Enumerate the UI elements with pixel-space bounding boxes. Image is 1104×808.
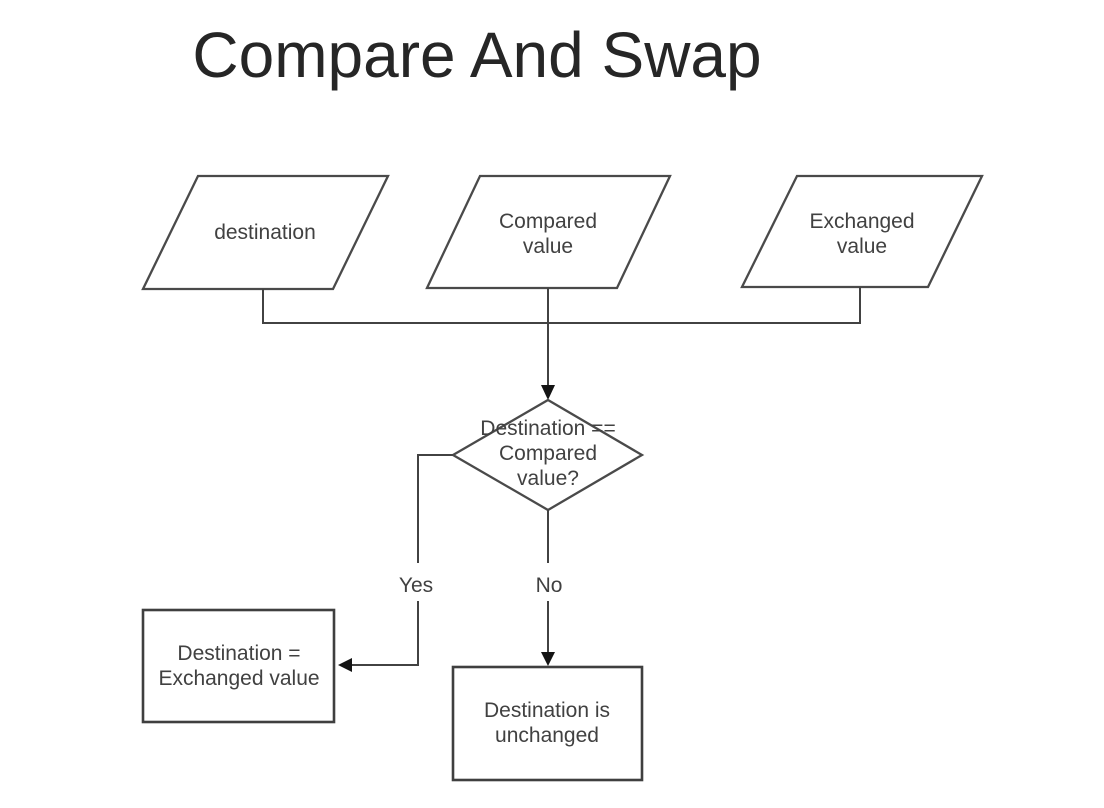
arrowhead-into-swap-box	[338, 658, 352, 672]
yes-branch-lower-segment	[352, 601, 419, 666]
destination-label: destination	[214, 221, 316, 244]
decision-node: Destination == Compared value?	[450, 398, 645, 512]
parallelogram-compared-value	[425, 174, 672, 290]
rectangle-swap-outcome	[141, 608, 336, 724]
swap-outcome-label-line2: Exchanged value	[158, 667, 319, 690]
yes-branch-upper-segment	[417, 454, 453, 563]
diagram-title: Compare And Swap	[192, 19, 761, 91]
swap-outcome-label-line1: Destination =	[177, 642, 300, 665]
parallelogram-destination	[141, 174, 390, 291]
exchanged-value-label-line1: Exchanged	[809, 210, 914, 233]
rectangle-unchanged-outcome	[451, 665, 644, 782]
input-node-destination: destination	[141, 174, 390, 291]
arrowhead-into-unchanged-box	[541, 652, 555, 666]
parallelogram-exchanged-value	[740, 174, 984, 289]
outcome-node-swap: Destination = Exchanged value	[141, 608, 336, 724]
arrowhead-into-decision	[541, 385, 555, 400]
no-branch-label: No	[536, 574, 563, 597]
decision-label-line3: value?	[517, 467, 579, 490]
compared-value-label-line1: Compared	[499, 210, 597, 233]
unchanged-outcome-label-line2: unchanged	[495, 724, 599, 747]
decision-label-line2: Compared	[499, 442, 597, 465]
input-node-compared-value: Compared value	[425, 174, 672, 290]
input-bus-connector	[262, 287, 861, 324]
compared-value-label-line2: value	[523, 235, 573, 258]
input-node-exchanged-value: Exchanged value	[740, 174, 984, 289]
outcome-node-unchanged: Destination is unchanged	[451, 665, 644, 782]
yes-branch-label: Yes	[399, 574, 433, 597]
unchanged-outcome-label-line1: Destination is	[484, 699, 610, 722]
exchanged-value-label-line2: value	[837, 235, 887, 258]
decision-label-line1: Destination ==	[480, 417, 615, 440]
